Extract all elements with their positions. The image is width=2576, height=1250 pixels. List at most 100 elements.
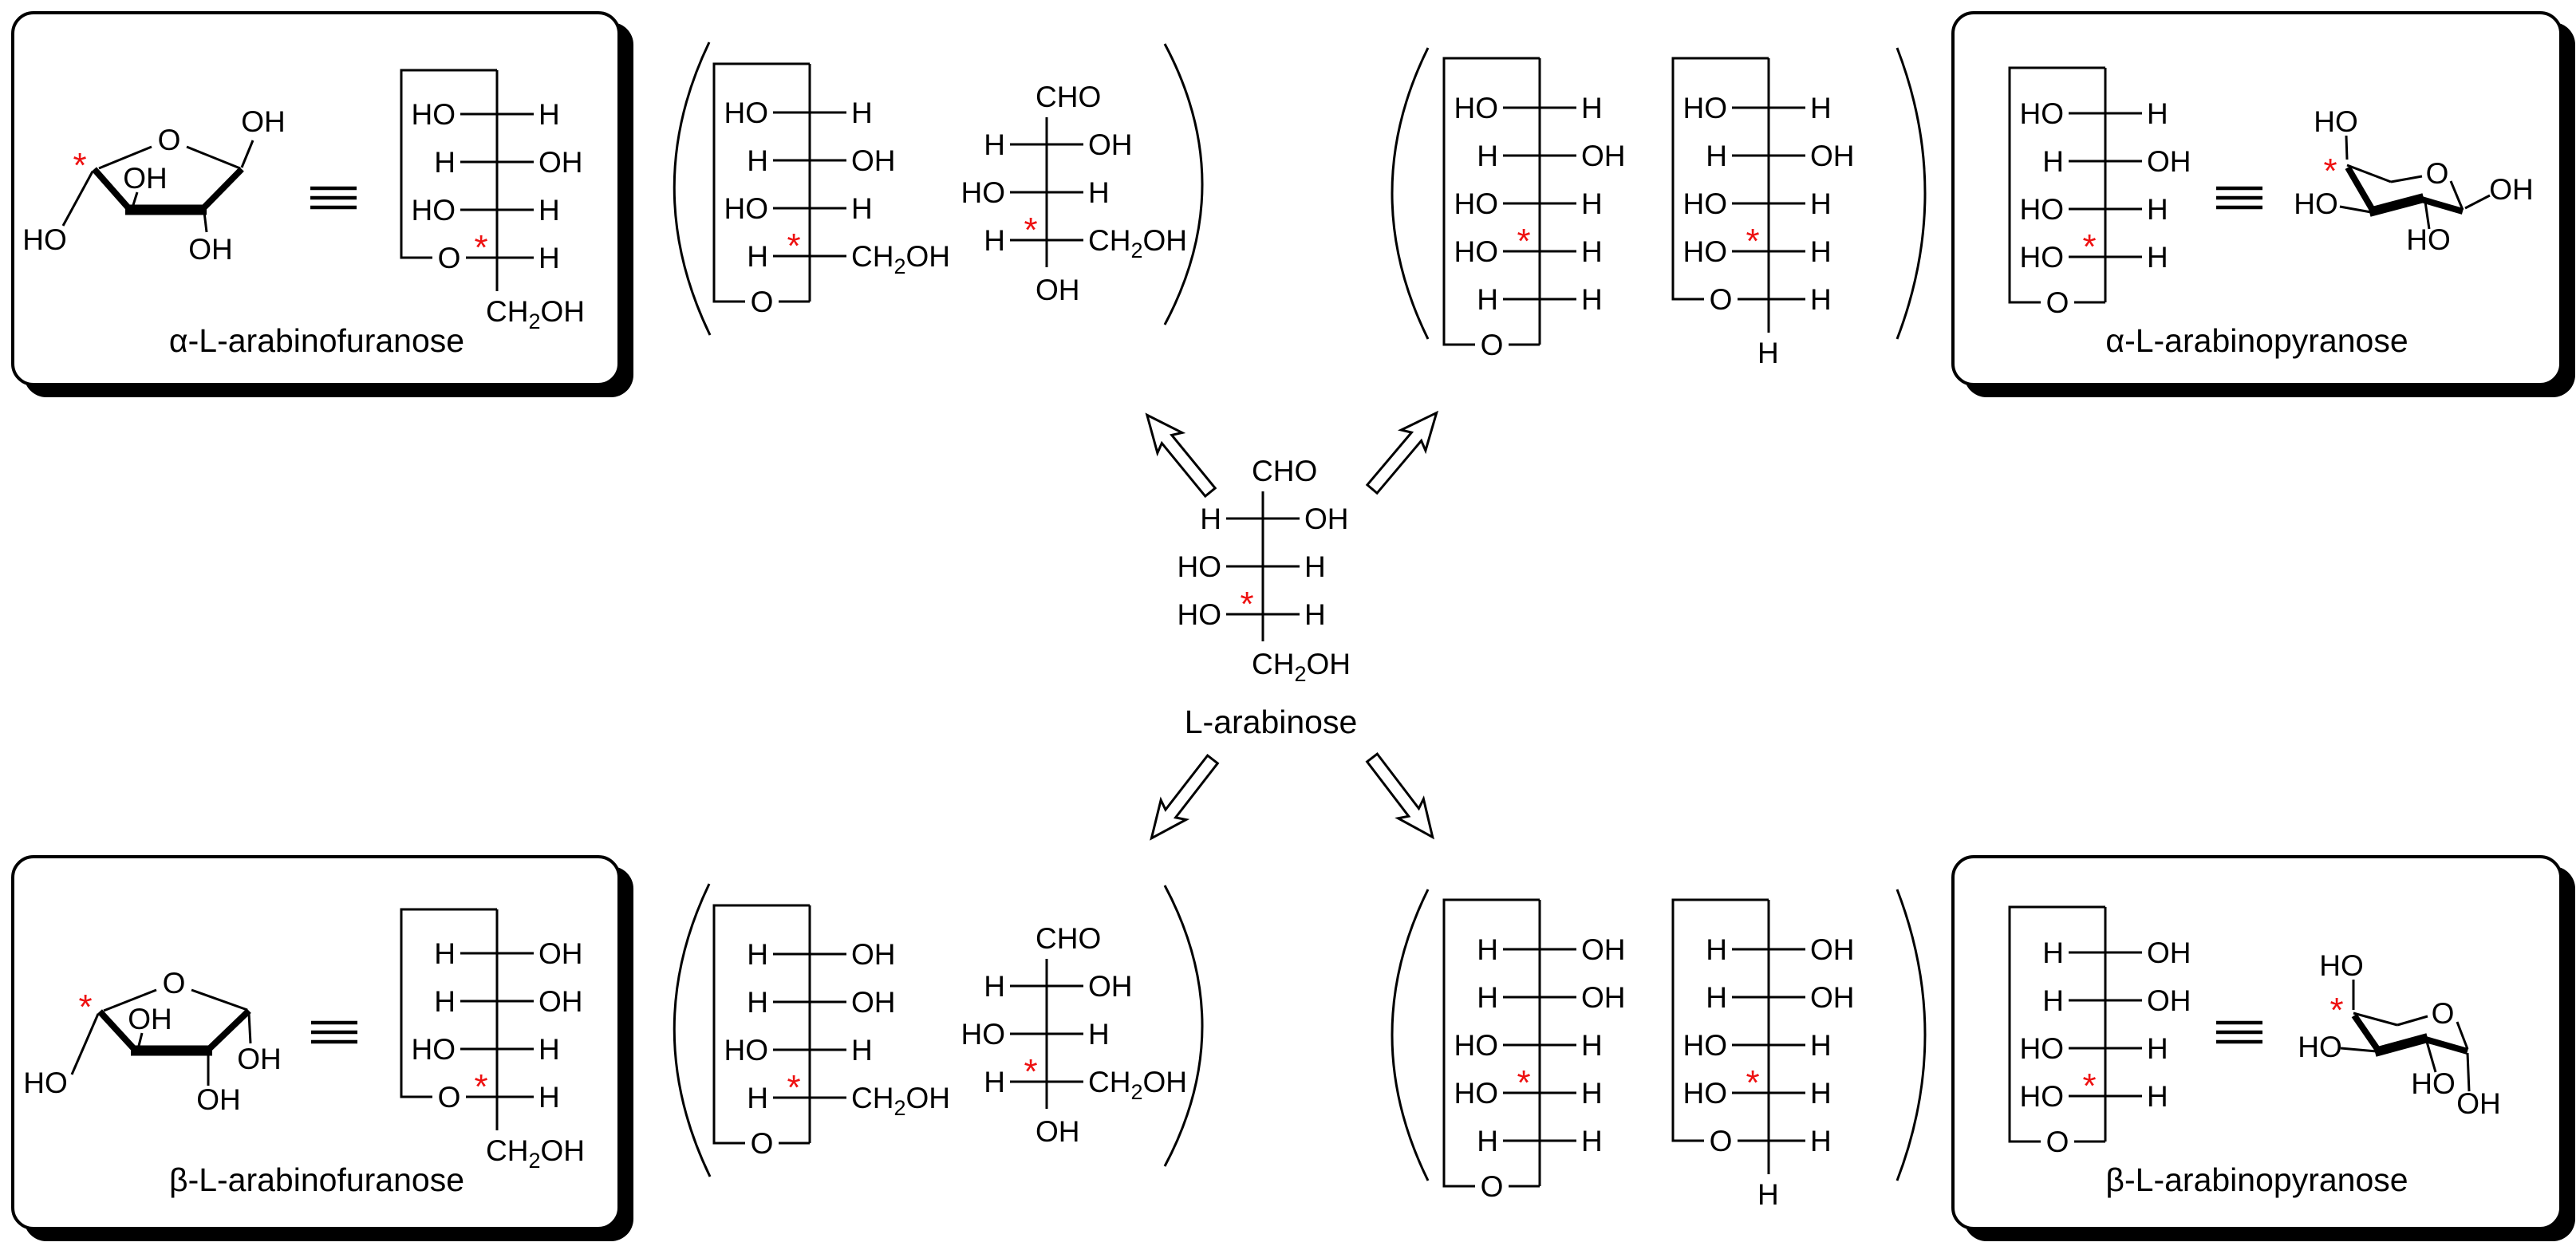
ring-bond [103,988,157,1012]
atom-label: OH [851,986,896,1019]
terminal-group-label: OH [1036,274,1080,306]
bond-line [2464,194,2491,210]
ring-bracket [1442,898,1540,1188]
atom-label: H [1810,1029,1832,1062]
atom-label: H [1304,550,1326,583]
ring-bracket [1671,57,1769,301]
atom-label: OH [1088,970,1133,1003]
atom-label: HO [1683,1077,1728,1110]
ring-bond [191,988,248,1011]
atom-label: HO [2020,1080,2065,1113]
ring-oxygen-label: O [751,1127,774,1160]
atom-label: HO [1178,550,1222,583]
ring-bond-bold [2421,1035,2469,1055]
label-l-arabinose: L-arabinose [1184,704,1358,740]
equivalence-icon [310,186,357,210]
ring-oxygen-label: O [163,967,186,1000]
atom-label: H [1581,187,1603,220]
bond-line [2345,135,2349,160]
stereo-star: * [1024,211,1037,250]
atom-label: H [747,1082,768,1114]
atom-label: H [538,242,560,274]
atom-label: H [1581,1125,1603,1157]
ring-bond [2390,175,2423,183]
ring-bond [186,145,241,170]
atom-label: CH2OH [851,240,950,278]
atom-label: H [984,128,1005,161]
stereo-star: * [1240,585,1253,624]
atom-label: HO [1178,598,1222,631]
bond-line [2339,205,2372,214]
atom-label: H [2042,984,2064,1017]
atom-label: H [538,194,560,227]
terminal-group-label: CH2OH [486,1134,585,1173]
ring-bond-bold [2417,195,2464,215]
atom-label: H [1477,981,1498,1014]
atom-label: H [2147,97,2168,130]
atom-label: HO [1454,235,1499,268]
stereo-star: * [2329,991,2343,1030]
c2-oh-label: OH [188,233,233,266]
c3-ho-label: HO [2298,1031,2342,1063]
bond-line [2425,1041,2437,1073]
atom-label: OH [851,938,896,971]
stereo-star: * [1517,222,1530,261]
stereo-star: * [787,1068,800,1107]
ring-oxygen-label: O [2432,997,2455,1030]
atom-label: H [747,986,768,1019]
atom-label: OH [1581,140,1626,172]
atom-label: OH [538,937,583,970]
terminal-group-label: CHO [1252,455,1317,487]
stereo-star: * [73,146,86,185]
atom-label: H [2147,241,2168,274]
atom-label: H [1581,1077,1603,1110]
ring-bond-bold [2368,193,2425,217]
atom-label: H [2042,937,2064,969]
atom-label: H [1304,598,1326,631]
atom-label: CH2OH [1088,224,1187,262]
label-alpha-pyranose: α-L-arabinopyranose [2105,322,2408,359]
atom-label: H [1477,1125,1498,1157]
bond-line [132,191,139,206]
atom-label: H [1706,981,1727,1014]
c3-oh-label: OH [123,162,168,195]
atom-label: H [747,938,768,971]
atom-label: H [851,97,873,129]
terminal-group-label: CHO [1036,81,1101,113]
anomeric-oh-label: OH [2456,1087,2501,1120]
atom-label: H [1810,235,1832,268]
atom-label: HO [2020,97,2065,130]
exocyclic-ho-label: HO [23,1067,68,1099]
stereo-star: * [1746,1063,1759,1102]
atom-label: H [1810,283,1832,316]
close-paren [1163,885,1204,1167]
anomeric-oh-label: OH [241,105,286,138]
stereo-star: * [1517,1063,1530,1102]
ring-bond-bold [2351,1013,2382,1054]
c3-oh-label: OH [128,1003,172,1035]
terminal-group-label: CH2OH [486,295,585,333]
atom-label: HO [724,192,769,225]
atom-label: H [434,937,456,970]
ring-bond [2456,1021,2469,1050]
ring-bond [2353,1011,2398,1027]
atom-label: HO [1683,187,1728,220]
ring-oxygen-label: O [2046,286,2069,319]
atom-label: OH [1810,140,1855,172]
atom-label: HO [1454,1029,1499,1062]
bond-line [137,1032,144,1047]
stereo-star: * [1746,222,1759,261]
atom-label: HO [1454,1077,1499,1110]
beta-pyranose-chair-drawing: HO O HO HO OH * [2298,949,2501,1120]
stereo-star: * [474,228,487,267]
atom-label: HO [2020,241,2065,274]
atom-label: H [1810,92,1832,124]
